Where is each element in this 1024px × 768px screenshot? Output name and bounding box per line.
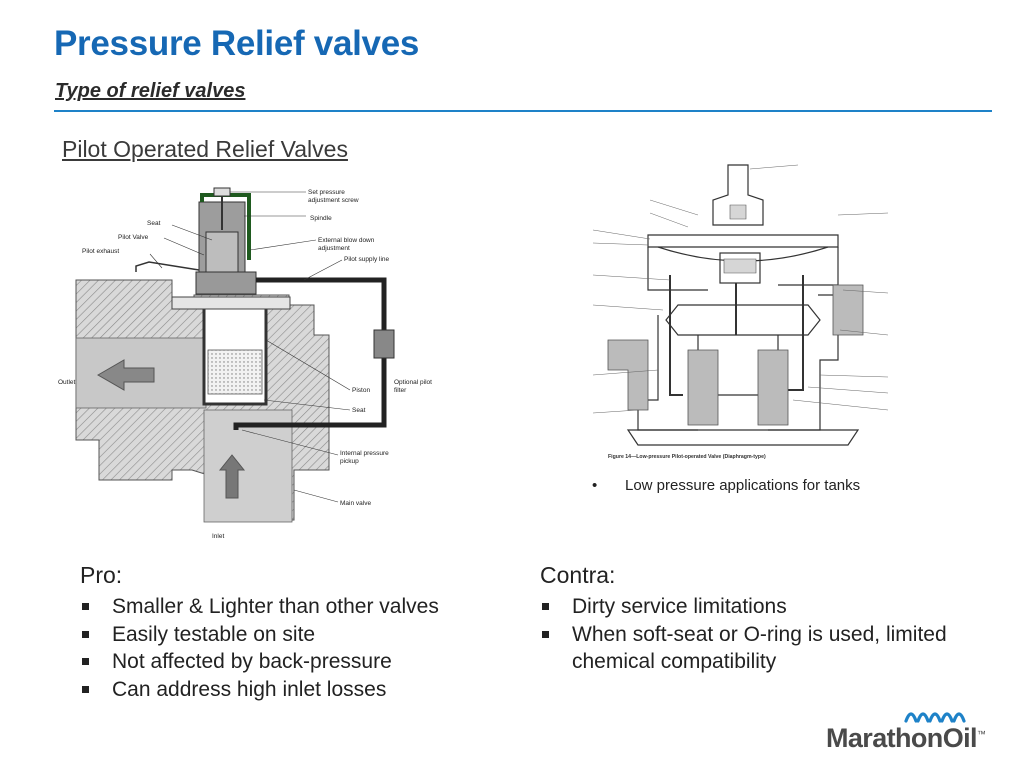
label-pilot-supply-line: Pilot supply line [344, 256, 390, 263]
logo-wordmark: MarathonOil™ [826, 723, 986, 753]
list-item: Not affected by back-pressure [80, 648, 439, 676]
label-seat-top: Seat [147, 220, 161, 227]
page-subtitle: Type of relief valves [55, 80, 246, 102]
title-divider [54, 110, 992, 112]
label-inlet: Inlet [212, 533, 224, 540]
square-bullet-icon [82, 630, 89, 638]
label-internal-pressure: Internal pressure [340, 450, 389, 457]
label-pilot-valve: Pilot Valve [118, 234, 149, 241]
note-text: Low pressure applications for tanks [625, 477, 861, 494]
label-adjustment-screw: adjustment screw [308, 197, 359, 204]
list-item: Dirty service limitations [540, 593, 980, 621]
pro-heading: Pro: [80, 562, 123, 588]
label-piston: Piston [352, 387, 370, 394]
contra-list: Dirty service limitations When soft-seat… [540, 593, 980, 676]
pro-section: Pro: Smaller & Lighter than other valves… [80, 562, 439, 703]
list-item: Can address high inlet losses [80, 676, 439, 704]
label-optional-filter-2: filter [394, 387, 407, 394]
figure-caption: Figure 14—Low-pressure Pilot-operated Va… [608, 454, 766, 460]
page-title: Pressure Relief valves [54, 24, 420, 63]
note-bullet: • [592, 477, 598, 494]
label-spindle: Spindle [310, 215, 332, 222]
logo-wave-icon [904, 712, 966, 723]
square-bullet-icon [542, 630, 549, 638]
square-bullet-icon [82, 685, 89, 693]
marathon-oil-logo: MarathonOil™ [826, 705, 996, 755]
contra-section: Contra: Dirty service limitations When s… [540, 562, 980, 676]
pro-list: Smaller & Lighter than other valves Easi… [80, 593, 439, 703]
square-bullet-icon [82, 658, 89, 665]
list-item: Easily testable on site [80, 621, 439, 649]
pilot-valve-diagram: Set pressure adjustment screw Seat Spind… [58, 187, 432, 540]
square-bullet-icon [82, 603, 89, 610]
label-optional-filter: Optional pilot [394, 379, 432, 386]
diaphragm-valve-diagram: Figure 14—Low-pressure Pilot-operated Va… [592, 164, 889, 460]
label-internal-pickup: pickup [340, 458, 359, 465]
label-main-valve: Main valve [340, 500, 371, 507]
label-external-blow-down-adj: adjustment [318, 245, 350, 252]
square-bullet-icon [542, 603, 549, 610]
label-outlet: Outlet [58, 379, 76, 386]
label-seat-bottom: Seat [352, 407, 366, 414]
label-pilot-exhaust: Pilot exhaust [82, 248, 119, 255]
section-heading: Pilot Operated Relief Valves [62, 136, 348, 162]
contra-heading: Contra: [540, 562, 616, 588]
list-item: Smaller & Lighter than other valves [80, 593, 439, 621]
list-item: When soft-seat or O-ring is used, limite… [540, 621, 980, 676]
label-set-pressure: Set pressure [308, 189, 345, 196]
application-note: • Low pressure applications for tanks [592, 477, 860, 494]
label-external-blow-down: External blow down [318, 237, 375, 244]
